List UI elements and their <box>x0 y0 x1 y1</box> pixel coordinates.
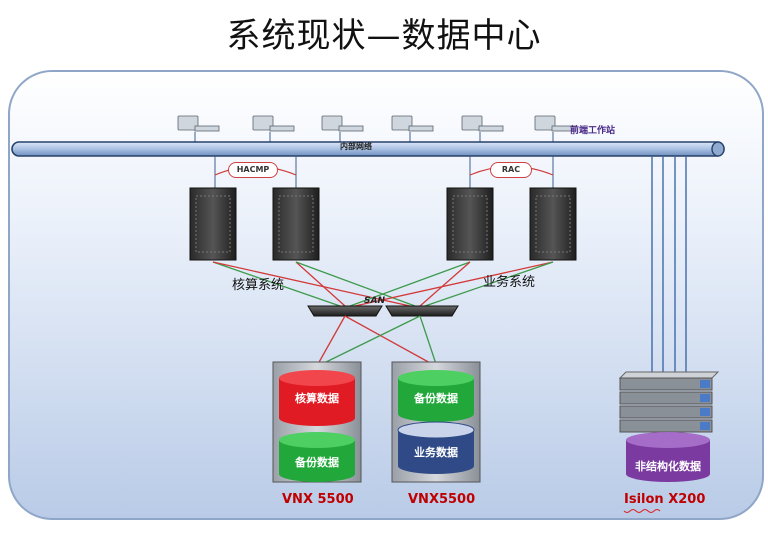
disk-cylinder-icon <box>279 370 355 426</box>
disk-cylinder-icon <box>279 432 355 482</box>
workstation-icon <box>177 115 220 132</box>
workstation-icon <box>391 115 434 132</box>
disk-label-business-data: 业务数据 <box>414 446 458 459</box>
workstation-icon <box>461 115 504 132</box>
server-icon <box>446 187 494 261</box>
workstation-icon <box>321 115 364 132</box>
server-icon <box>529 187 577 261</box>
server-icon <box>189 187 237 261</box>
storage-model-left: VNX 5500 <box>282 492 354 507</box>
isilon-node-icon <box>618 371 720 433</box>
hacmp-label: HACMP <box>228 162 278 178</box>
disk-cylinder-icon <box>397 421 475 474</box>
san-switch-icon <box>307 305 383 317</box>
disk-label-backup-data: 备份数据 <box>295 456 339 469</box>
storage-model-middle: VNX5500 <box>408 492 476 507</box>
cluster-label-accounting: 核算系统 <box>232 278 285 293</box>
disk-cylinder-icon <box>398 370 474 422</box>
disk-label-unstructured-data: 非结构化数据 <box>635 460 701 473</box>
rac-label: RAC <box>490 162 532 178</box>
disk-label-backup-data: 备份数据 <box>414 392 458 405</box>
workstation-label: 前端工作站 <box>570 126 616 136</box>
san-label: SAN <box>364 296 385 306</box>
disk-label-accounting-data: 核算数据 <box>295 392 339 405</box>
disk-cylinder-icon <box>626 432 710 482</box>
network-bus-label: 内部网络 <box>340 142 372 151</box>
san-switch-icon <box>385 305 459 317</box>
server-icon <box>272 187 320 261</box>
workstation-icon <box>252 115 295 132</box>
cluster-label-business: 业务系统 <box>483 275 536 290</box>
workstation-icon <box>534 115 577 132</box>
page-title: 系统现状—数据中心 <box>226 16 542 56</box>
storage-model-isilon: Isilon X200 <box>624 492 706 507</box>
